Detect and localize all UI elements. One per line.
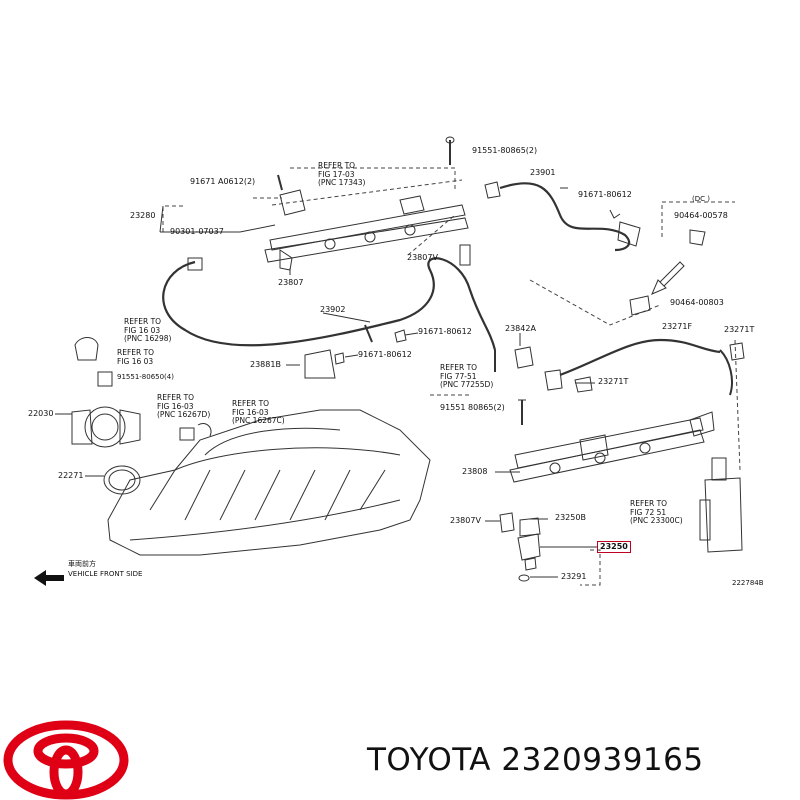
injector-23250 [517, 517, 541, 582]
part-caption: TOYOTA 2320939165 [367, 742, 704, 778]
refer-line: FIG 72 51 [630, 507, 667, 517]
lower-fuel-rail [509, 411, 715, 483]
label-23807v-top: 23807V [407, 253, 438, 262]
label-23807v-low: 23807V [450, 516, 481, 525]
refer-note-fig72: REFER TO FIG 72 51 (PNC 23300C) [630, 499, 683, 526]
refer-line: REFER TO [157, 393, 195, 402]
refer-line: (PNC 16267D) [157, 410, 211, 420]
label-91551-80865-2: 91551-80865(2) [472, 146, 538, 155]
pressure-regulator [699, 457, 743, 553]
label-91551-80865: 91551 80865(2) [440, 403, 505, 412]
refer-note-fig17: REFER TO FIG 17-03 (PNC 17343) [318, 161, 366, 188]
label-23881b: 23881B [250, 360, 281, 369]
label-23271t-mid: 23271T [598, 377, 629, 386]
label-23280: 23280 [130, 211, 156, 220]
label-23901: 23901 [530, 168, 556, 177]
label-23250b: 23250B [555, 513, 586, 522]
label-91551-80650: 91551-80650(4) [117, 373, 174, 381]
throttle-body [71, 406, 141, 448]
label-22030: 22030 [28, 409, 54, 418]
refer-line: REFER TO [440, 363, 478, 372]
label-23271f: 23271F [662, 322, 693, 331]
toyota-logo [3, 720, 129, 800]
intake-manifold [107, 409, 431, 556]
refer-line: FIG 16 03 [124, 325, 161, 335]
refer-line: FIG 16-03 [157, 401, 194, 411]
refer-line: REFER TO [232, 399, 270, 408]
refer-line: REFER TO [318, 161, 356, 170]
dc-note: (DC ) [692, 195, 710, 203]
refer-line: FIG 77-51 [440, 371, 477, 381]
hose-23901 [499, 182, 631, 252]
refer-line: (PNC 16267C) [232, 416, 285, 426]
refer-line: (PNC 23300C) [630, 516, 683, 526]
refer-line: REFER TO [630, 499, 668, 508]
refer-note-fig16b: REFER TO FIG 16 03 [117, 348, 155, 366]
label-23842a: 23842A [505, 324, 536, 333]
refer-line: FIG 16-03 [232, 407, 269, 417]
refer-line: (PNC 77255D) [440, 380, 494, 390]
refer-note-fig16c: REFER TO FIG 16-03 (PNC 16267D) [157, 393, 211, 420]
label-23808: 23808 [462, 467, 488, 476]
gasket-22271 [103, 465, 141, 495]
upper-fuel-rail [264, 189, 469, 271]
label-23807: 23807 [278, 278, 304, 287]
refer-line: (PNC 16298) [124, 334, 172, 344]
label-90464-00803: 90464-00803 [670, 298, 724, 307]
refer-note-fig16a: REFER TO FIG 16 03 (PNC 16298) [124, 317, 172, 344]
vehicle-front-arrow [34, 570, 64, 586]
label-91671-80612-top: 91671-80612 [578, 190, 632, 199]
refer-line: FIG 16 03 [117, 356, 154, 366]
hose-23902 [162, 257, 497, 351]
label-91671-80612-mid: 91671-80612 [418, 327, 472, 336]
refer-note-fig16d: REFER TO FIG 16-03 (PNC 16267C) [232, 399, 285, 426]
label-23291: 23291 [561, 572, 587, 581]
label-23902: 23902 [320, 305, 346, 314]
label-23271t-right: 23271T [724, 325, 755, 334]
label-90301-07037: 90301-07037 [170, 227, 224, 236]
figure-code: 222784B [732, 579, 764, 587]
label-22271: 22271 [58, 471, 84, 480]
label-91671-80612-low: 91671-80612 [358, 350, 412, 359]
refer-line: REFER TO [124, 317, 162, 326]
label-90464-00578: 90464-00578 [674, 211, 728, 220]
refer-line: REFER TO [117, 348, 155, 357]
leader-23280 [162, 205, 185, 232]
label-91671-a0612: 91671 A0612(2) [190, 177, 256, 186]
refer-note-fig77: REFER TO FIG 77-51 (PNC 77255D) [440, 363, 494, 390]
refer-line: (PNC 17343) [318, 178, 366, 188]
label-23250-highlighted: 23250 [597, 541, 631, 553]
vehicle-front-jp: 車両前方 [68, 560, 96, 568]
vehicle-front-label: VEHICLE FRONT SIDE [68, 570, 143, 578]
refer-line: FIG 17-03 [318, 169, 355, 179]
